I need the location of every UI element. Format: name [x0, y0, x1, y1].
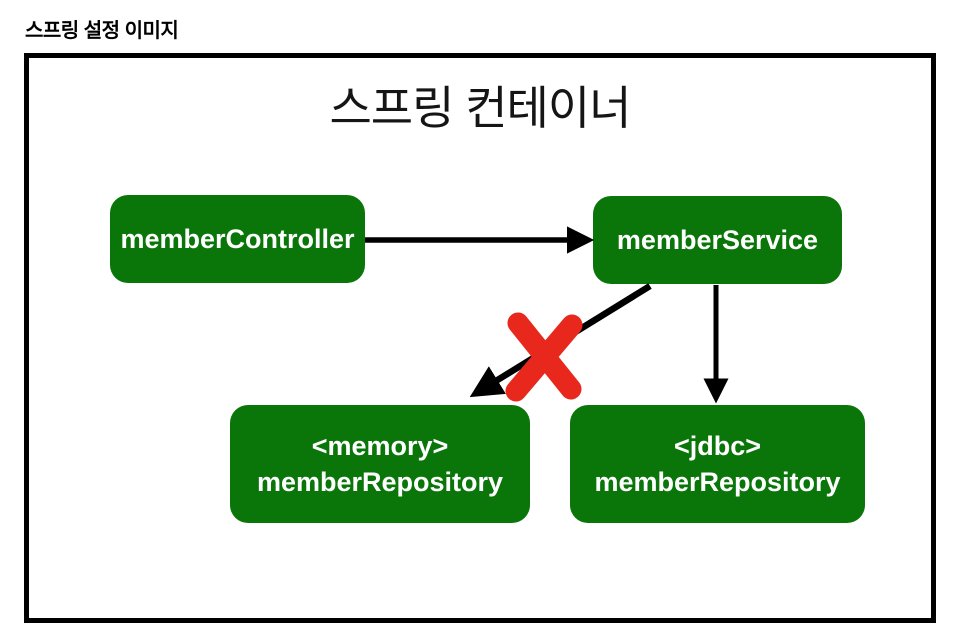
spring-container-frame: [24, 53, 936, 623]
jdbc-repository-label: memberRepository: [594, 467, 841, 497]
member-service-label: memberService: [616, 224, 819, 255]
jdbc-repository-tag: <jdbc>: [673, 430, 762, 461]
node-member-controller: memberController: [110, 195, 365, 283]
node-member-service: memberService: [593, 196, 842, 284]
container-title: 스프링 컨테이너: [329, 82, 631, 134]
node-jdbc-member-repository: <jdbc> memberRepository: [570, 405, 865, 523]
node-memory-member-repository: <memory> memberRepository: [230, 405, 530, 523]
page-title: 스프링 설정 이미지: [25, 20, 179, 42]
member-controller-label: memberController: [120, 223, 355, 254]
memory-repository-tag: <memory>: [311, 430, 449, 461]
memory-repository-label: memberRepository: [256, 467, 504, 497]
